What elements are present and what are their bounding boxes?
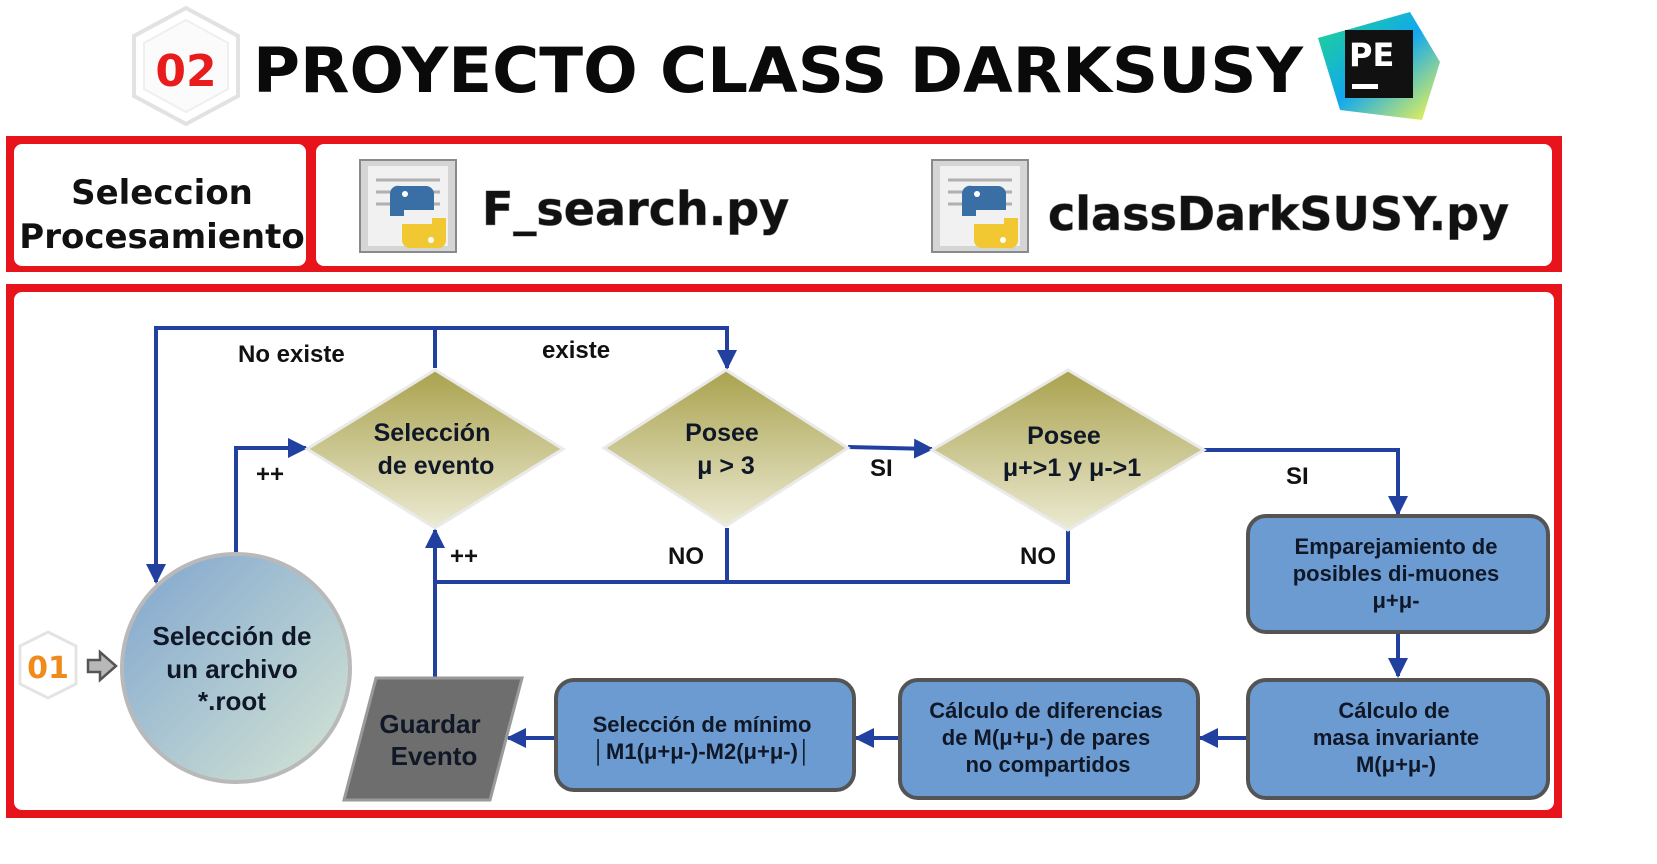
- decision-select-event: Selección de evento: [304, 368, 566, 530]
- label-no-1: NO: [668, 543, 704, 570]
- process-pairing: Emparejamiento de posibles di-muones μ+μ…: [1246, 514, 1550, 634]
- label-si-1: SI: [870, 455, 893, 482]
- process-inv-mass: Cálculo de masa invariante M(μ+μ-): [1246, 678, 1550, 800]
- pairing-line-2: posibles di-muones: [1293, 561, 1500, 586]
- inv-mass-line-3: M(μ+μ-): [1356, 752, 1436, 777]
- has-mu3-line-1: Posee: [685, 419, 759, 447]
- output-save-event: Guardar Evento: [342, 676, 524, 802]
- pycharm-logo-icon: PE: [1318, 12, 1440, 120]
- has-mu-pairs-line-1: Posee: [1027, 422, 1101, 450]
- select-event-line-2: de evento: [378, 452, 495, 480]
- label-plus-bottom: ++: [450, 543, 478, 570]
- label-si-2: SI: [1286, 463, 1309, 490]
- edge-no-2: [435, 530, 1070, 584]
- pairing-line-3: μ+μ-: [1372, 588, 1419, 613]
- minimum-line-1: Selección de mínimo: [593, 712, 812, 737]
- inv-mass-line-1: Cálculo de: [1338, 698, 1449, 723]
- pairing-line-1: Emparejamiento de: [1295, 534, 1498, 559]
- step-badge-number: 02: [155, 46, 216, 97]
- panel-label-seleccion: Seleccion: [71, 173, 253, 213]
- file-name-f-search: F_search.py: [482, 182, 789, 236]
- label-plus-top: ++: [256, 461, 284, 488]
- decision-has-mu3: Posee μ > 3: [601, 368, 851, 528]
- start-badge-number: 01: [27, 651, 69, 686]
- edge-si-2: [1204, 448, 1408, 516]
- start-node-line-2: un archivo: [166, 654, 297, 684]
- edge-no-existe: [146, 326, 437, 584]
- decision-has-mu-pairs: Posee μ+>1 y μ->1: [929, 368, 1207, 532]
- files-panel: Seleccion Procesamiento F_search.py: [6, 136, 1562, 272]
- panel-label-procesamiento: Procesamiento: [19, 217, 304, 257]
- edge-si-1: [847, 438, 934, 459]
- label-no-2: NO: [1020, 543, 1056, 570]
- python-file-icon: [931, 159, 1029, 253]
- step-badge-01: 01: [18, 630, 78, 700]
- edge-existe: [435, 326, 737, 370]
- start-node-line-1: Selección de: [153, 621, 312, 651]
- start-node: Selección de un archivo *.root: [120, 552, 352, 784]
- start-node-line-3: *.root: [198, 686, 266, 716]
- inv-mass-line-2: masa invariante: [1313, 725, 1479, 750]
- minimum-line-2: │M1(μ+μ-)-M2(μ+μ-)│: [592, 738, 811, 766]
- step-badge-02: 02: [132, 5, 240, 127]
- arrow-right-icon: [86, 649, 118, 683]
- python-file-icon: [359, 159, 457, 253]
- logo-text: PE: [1349, 36, 1394, 74]
- label-no-existe: No existe: [238, 341, 345, 368]
- differences-line-1: Cálculo de diferencias: [929, 698, 1163, 723]
- process-differences: Cálculo de diferencias de M(μ+μ-) de par…: [898, 678, 1200, 800]
- label-existe: existe: [542, 337, 610, 364]
- edge-plus-top: [234, 438, 308, 556]
- has-mu-pairs-line-2: μ+>1 y μ->1: [1003, 454, 1141, 482]
- files-panel-label-box: [14, 144, 306, 266]
- save-event-line-2: Evento: [391, 741, 478, 771]
- page-title: PROYECTO CLASS DARKSUSY: [253, 34, 1304, 107]
- has-mu3-line-2: μ > 3: [697, 452, 755, 480]
- differences-line-2: de M(μ+μ-) de pares: [942, 725, 1150, 750]
- flow-connectors: [146, 326, 1408, 748]
- differences-line-3: no compartidos: [965, 752, 1130, 777]
- save-event-line-1: Guardar: [379, 709, 480, 739]
- process-minimum: Selección de mínimo │M1(μ+μ-)-M2(μ+μ-)│: [554, 678, 856, 792]
- file-name-class-darksusy: classDarkSUSY.py: [1048, 187, 1509, 241]
- select-event-line-1: Selección: [374, 419, 491, 447]
